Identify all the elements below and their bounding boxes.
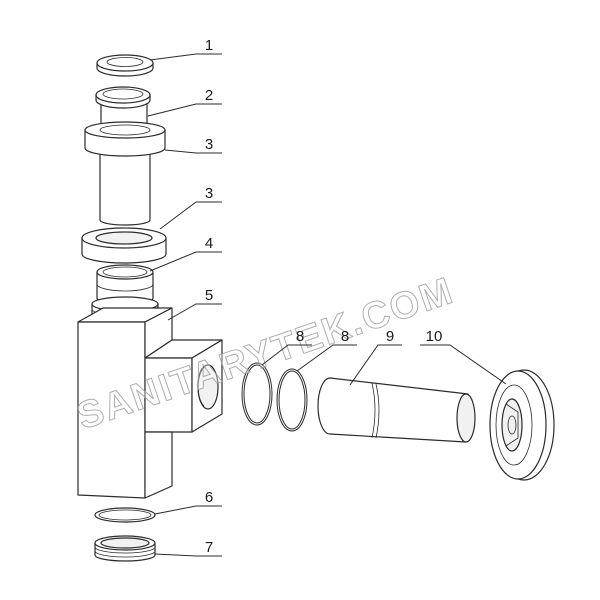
callout-10: 10: [420, 328, 507, 385]
callout-label: 6: [205, 489, 213, 506]
callout-3-upper: 3: [164, 136, 222, 154]
callout-label: 7: [205, 539, 213, 556]
callout-7: 7: [154, 539, 222, 557]
callout-2: 2: [147, 87, 222, 117]
callout-label: 8: [296, 328, 304, 345]
callout-label: 9: [386, 328, 394, 345]
callout-1: 1: [149, 37, 222, 61]
part-8-o-ring-right: [276, 368, 308, 432]
callout-label: 3: [205, 185, 213, 202]
part-5-trap-body: [77, 296, 223, 499]
callout-label: 5: [205, 287, 213, 304]
callout-label: 1: [205, 37, 213, 54]
part-6-washer: [94, 507, 156, 523]
callout-6: 6: [154, 489, 222, 515]
part-8-o-ring-left: [241, 362, 273, 426]
long-tube: [99, 149, 151, 226]
part-9-wall-pipe: [317, 377, 476, 443]
callout-9: 9: [349, 328, 402, 386]
callout-8-right: 8: [296, 328, 357, 372]
callout-8-left: 8: [261, 328, 312, 366]
part-3-upper-nut: [84, 121, 166, 157]
callout-label: 10: [426, 328, 443, 345]
part-7-bottom-cap: [94, 535, 156, 562]
callout-label: 3: [205, 136, 213, 153]
callout-label: 4: [205, 235, 213, 252]
part-10-rosette: [489, 369, 555, 481]
callout-3-lower: 3: [159, 185, 222, 230]
part-3-lower-nut: [81, 227, 167, 264]
callout-5: 5: [167, 287, 222, 321]
callout-4: 4: [149, 235, 222, 272]
callout-label: 2: [205, 87, 213, 104]
callout-label: 8: [341, 328, 349, 345]
part-1-washer: [96, 54, 154, 77]
